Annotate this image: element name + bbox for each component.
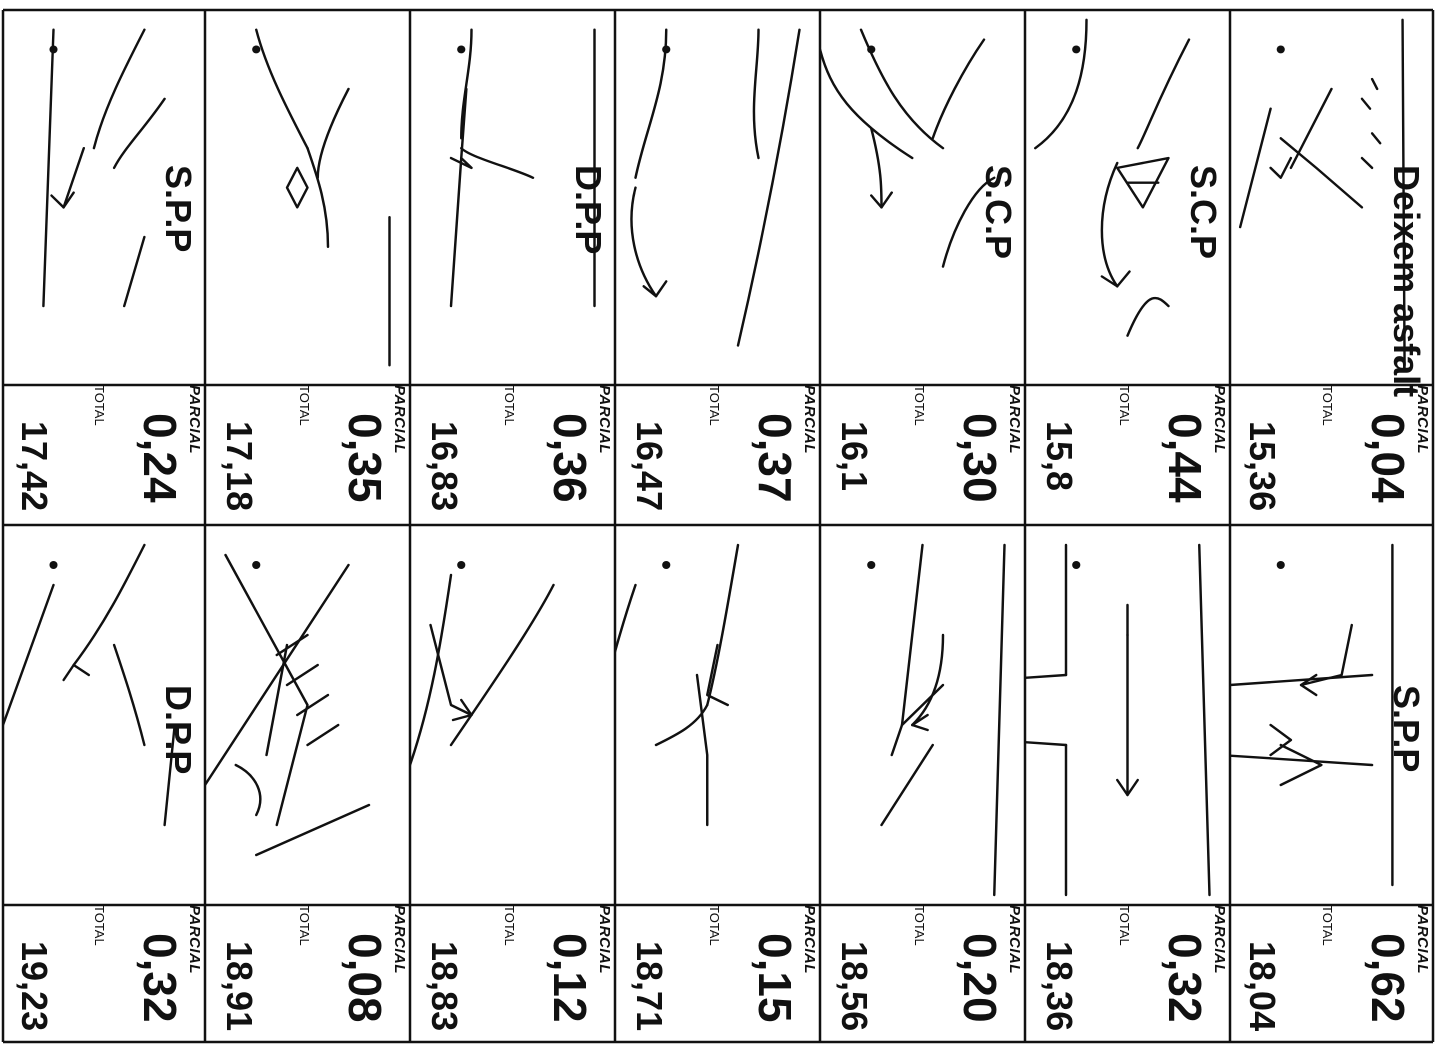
- junction-hook-icon: [615, 525, 820, 905]
- parcial-label: PARCIAL: [1211, 385, 1228, 454]
- merge-diagonal-icon: [410, 525, 615, 905]
- total-value: 16,47: [628, 421, 670, 511]
- fork-right-icon: [820, 525, 1025, 905]
- total-value: 19,23: [13, 941, 55, 1031]
- parcial-value: 0,62: [1361, 933, 1415, 1023]
- sketch-cell: Deixem asfalt: [1230, 10, 1433, 385]
- total-label: TOTAL: [1320, 905, 1335, 946]
- manoeuvre-caption: S.C.P: [1182, 165, 1224, 259]
- parcial-label: PARCIAL: [596, 385, 613, 454]
- total-value: 18,91: [218, 941, 260, 1031]
- total-value: 15,8: [1038, 421, 1080, 491]
- sketch-cell: S.C.P: [820, 10, 1025, 385]
- parcial-value: 0,35: [338, 413, 392, 503]
- total-value: 16,1: [833, 421, 875, 491]
- sketch-cell: [820, 525, 1025, 905]
- parcial-label: PARCIAL: [1414, 385, 1431, 454]
- total-label: TOTAL: [912, 905, 927, 946]
- parcial-label: PARCIAL: [1211, 905, 1228, 974]
- parcial-label: PARCIAL: [1414, 905, 1431, 974]
- total-value: 17,42: [13, 421, 55, 511]
- total-value: 15,36: [1241, 421, 1283, 511]
- parcial-value: 0,30: [953, 413, 1007, 503]
- total-value: 18,36: [1038, 941, 1080, 1031]
- manoeuvre-caption: S.P.P: [157, 165, 199, 252]
- manoeuvre-caption: S.P.P: [1385, 685, 1427, 772]
- total-label: TOTAL: [1320, 385, 1335, 426]
- sketch-cell: [410, 525, 615, 905]
- parcial-value: 0,20: [953, 933, 1007, 1023]
- parcial-value: 0,24: [133, 413, 187, 503]
- t-junction-straight-icon: [1025, 525, 1230, 905]
- total-value: 18,71: [628, 941, 670, 1031]
- sketch-cell: [205, 525, 410, 905]
- manoeuvre-caption: S.C.P: [977, 165, 1019, 259]
- parcial-label: PARCIAL: [801, 385, 818, 454]
- sketch-cell: D.P.P: [3, 525, 205, 905]
- total-label: TOTAL: [92, 905, 107, 946]
- sketch-cell: S.P.P: [3, 10, 205, 385]
- total-value: 18,83: [423, 941, 465, 1031]
- manoeuvre-caption: D.P.P: [157, 685, 199, 774]
- parcial-label: PARCIAL: [391, 385, 408, 454]
- parcial-value: 0,08: [338, 933, 392, 1023]
- parcial-label: PARCIAL: [391, 905, 408, 974]
- total-label: TOTAL: [707, 385, 722, 426]
- parcial-label: PARCIAL: [186, 905, 203, 974]
- total-value: 18,56: [833, 941, 875, 1031]
- parcial-value: 0,04: [1361, 413, 1415, 503]
- parcial-label: PARCIAL: [596, 905, 613, 974]
- total-value: 16,83: [423, 421, 465, 511]
- hatched-junction-icon: [205, 525, 410, 905]
- sketch-cell: S.C.P: [1025, 10, 1230, 385]
- total-label: TOTAL: [1117, 905, 1132, 946]
- parcial-label: PARCIAL: [801, 905, 818, 974]
- parcial-value: 0,15: [748, 933, 802, 1023]
- total-label: TOTAL: [707, 905, 722, 946]
- parcial-value: 0,32: [133, 933, 187, 1023]
- manoeuvre-caption: D.P.P: [567, 165, 609, 254]
- curve-right-icon: [615, 10, 820, 385]
- parcial-label: PARCIAL: [1006, 905, 1023, 974]
- sketch-cell: D.P.P: [410, 10, 615, 385]
- sketch-cell: [615, 525, 820, 905]
- junction-island-icon: [205, 10, 410, 385]
- parcial-label: PARCIAL: [186, 385, 203, 454]
- total-label: TOTAL: [502, 905, 517, 946]
- sketch-cell: S.P.P: [1230, 525, 1433, 905]
- parcial-value: 0,12: [543, 933, 597, 1023]
- total-label: TOTAL: [297, 905, 312, 946]
- sketch-cell: [1025, 525, 1230, 905]
- parcial-value: 0,44: [1158, 413, 1212, 503]
- parcial-value: 0,36: [543, 413, 597, 503]
- parcial-value: 0,32: [1158, 933, 1212, 1023]
- sketch-cell: [205, 10, 410, 385]
- total-label: TOTAL: [297, 385, 312, 426]
- total-label: TOTAL: [502, 385, 517, 426]
- total-label: TOTAL: [1117, 385, 1132, 426]
- parcial-label: PARCIAL: [1006, 385, 1023, 454]
- sketch-cell: [615, 10, 820, 385]
- total-label: TOTAL: [92, 385, 107, 426]
- total-value: 17,18: [218, 421, 260, 511]
- score-cell: PARCIAL0,35 TOTAL 17,18: [205, 385, 410, 525]
- parcial-value: 0,37: [748, 413, 802, 503]
- total-value: 18,04: [1241, 941, 1283, 1031]
- total-label: TOTAL: [912, 385, 927, 426]
- manoeuvre-caption: Deixem asfalt: [1385, 165, 1427, 397]
